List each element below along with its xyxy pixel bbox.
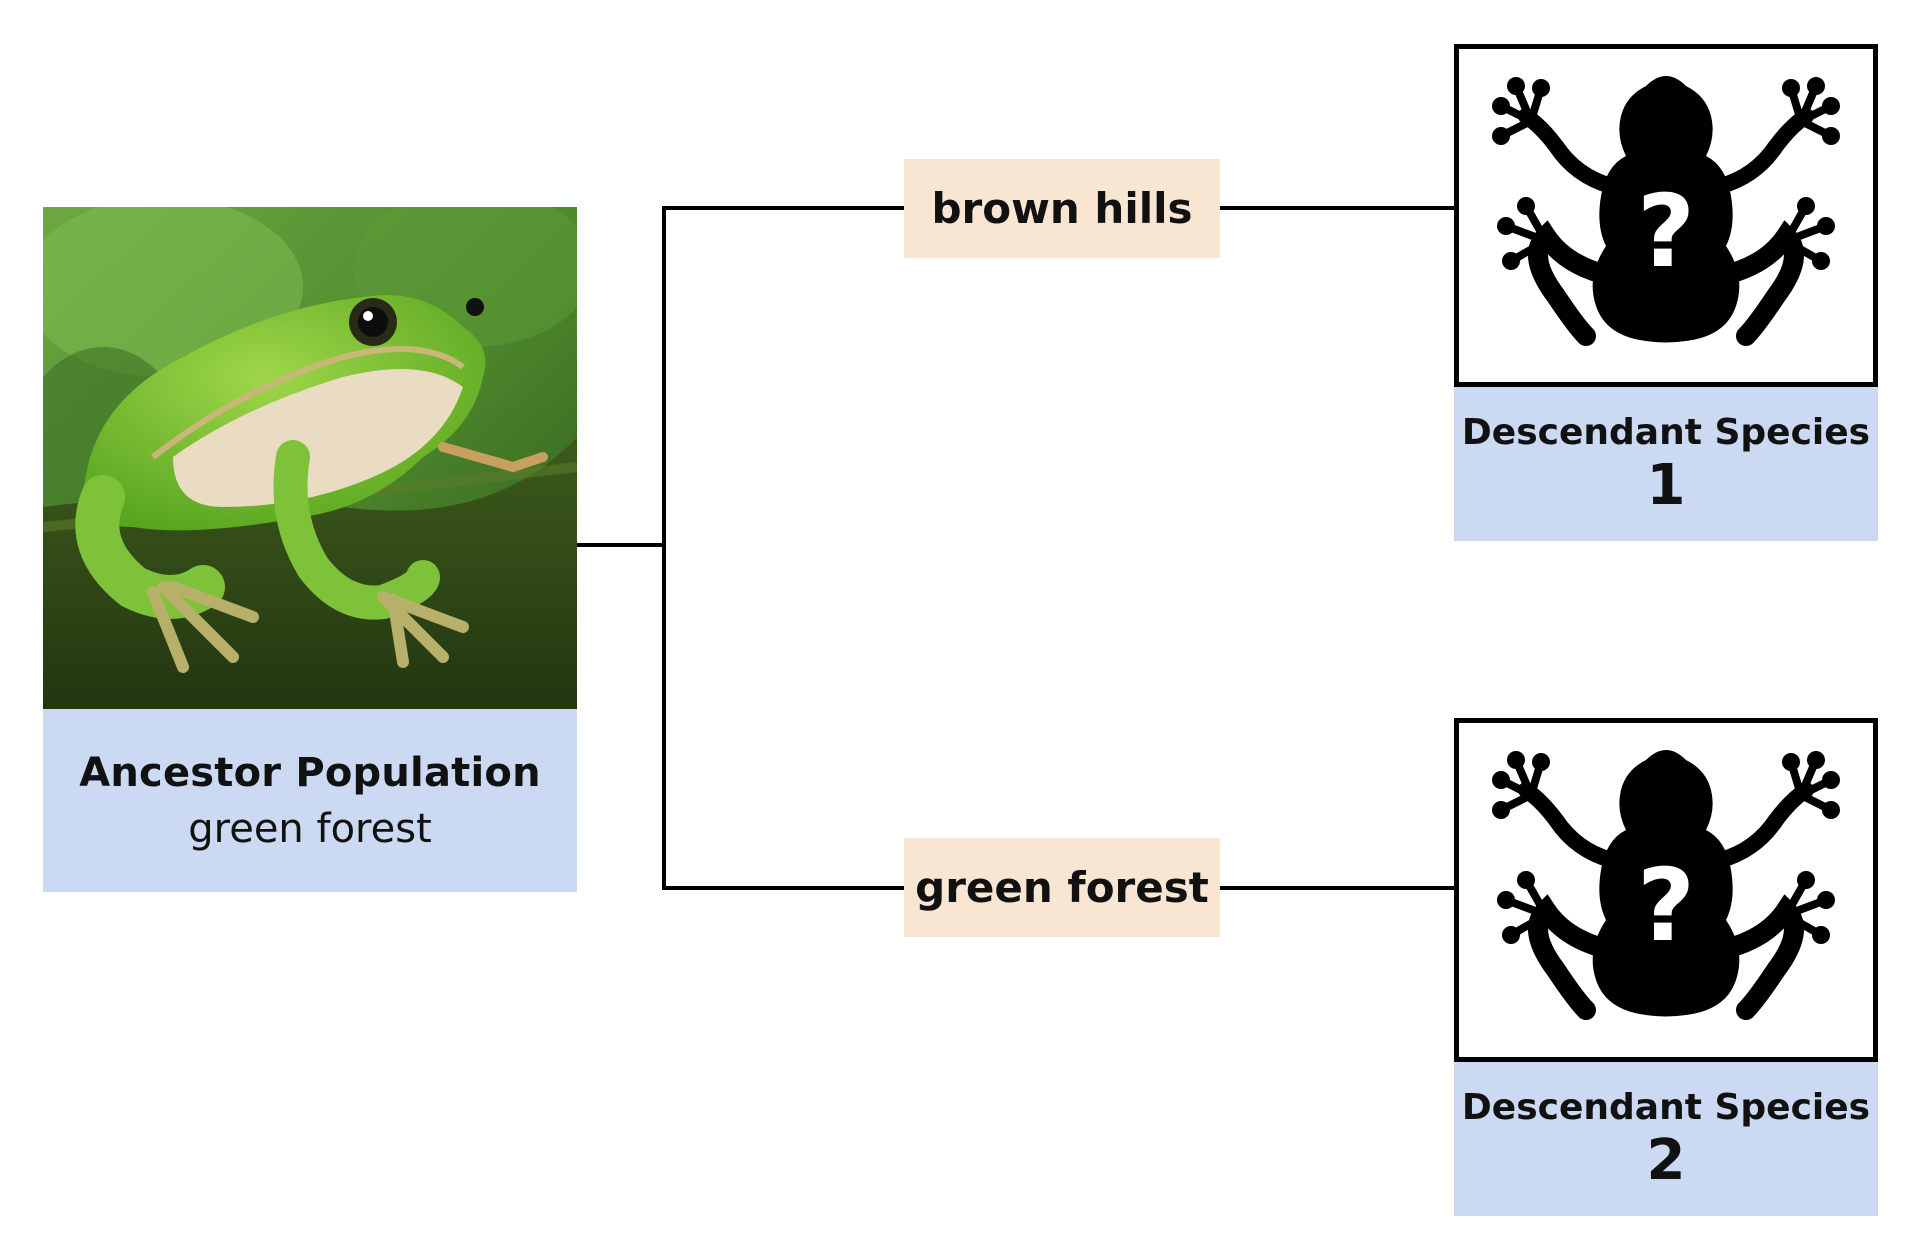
ancestor-habitat: green forest <box>188 805 432 852</box>
unknown-frog-icon: ? <box>1492 750 1840 1020</box>
descendant-1-title: Descendant Species <box>1461 411 1871 453</box>
descendant-2-caption: Descendant Species 2 <box>1454 1062 1878 1216</box>
descendant-2-image-box: ? <box>1454 718 1878 1062</box>
ancestor-caption: Ancestor Population green forest <box>43 709 577 892</box>
descendant-1-number: 1 <box>1646 452 1686 518</box>
descendant-2-number: 2 <box>1646 1127 1686 1193</box>
environment-label-brown-hills: brown hills <box>904 159 1220 258</box>
unknown-frog-icon: ? <box>1492 75 1840 346</box>
environment-label-green-forest: green forest <box>904 838 1220 937</box>
ancestor-title: Ancestor Population <box>79 749 541 796</box>
descendant-1-caption: Descendant Species 1 <box>1454 387 1878 541</box>
ancestor-frog-photo <box>43 207 577 709</box>
descendant-1-image-box: ? <box>1454 44 1878 387</box>
svg-text:?: ? <box>1637 173 1695 290</box>
descendant-2-title: Descendant Species <box>1461 1086 1871 1128</box>
svg-text:?: ? <box>1637 847 1695 964</box>
